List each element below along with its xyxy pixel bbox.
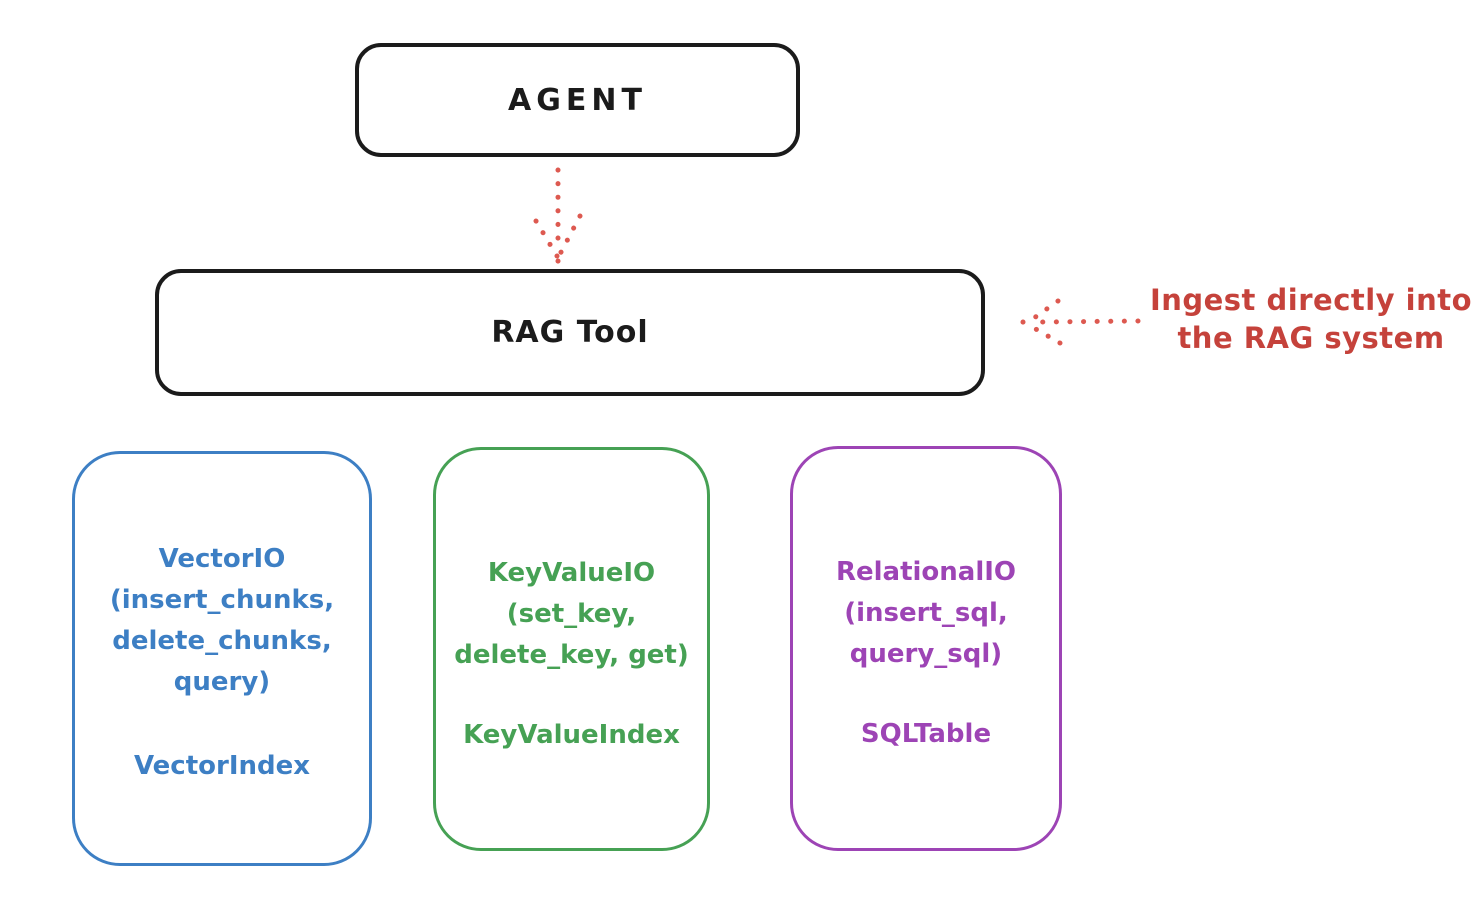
vector-io-text: VectorIO (insert_chunks, delete_chunks, … [110, 539, 334, 787]
ingest-annotation: Ingest directly into the RAG system [1143, 281, 1479, 357]
agent-node-label: AGENT [508, 82, 647, 118]
keyvalue-io-title: KeyValueIO [487, 558, 656, 588]
keyvalue-io-text: KeyValueIO (set_key, delete_key, get) Ke… [454, 553, 689, 756]
vector-io-methods-1: (insert_chunks, [109, 585, 335, 615]
relational-io-node: RelationalIO (insert_sql, query_sql) SQL… [790, 446, 1062, 851]
vector-io-methods-2: delete_chunks, [112, 626, 332, 656]
relational-io-title: RelationalIO [835, 557, 1017, 587]
vector-io-methods-3: query) [173, 667, 271, 697]
sql-table-label: SQLTable [860, 719, 992, 749]
keyvalue-io-methods-1: (set_key, [506, 599, 637, 629]
ingest-annotation-line1: Ingest directly into [1149, 283, 1473, 317]
vector-io-node: VectorIO (insert_chunks, delete_chunks, … [72, 451, 372, 866]
ingest-annotation-line2: the RAG system [1177, 321, 1445, 355]
relational-io-methods-1: (insert_sql, [844, 598, 1008, 628]
keyvalue-index-label: KeyValueIndex [463, 720, 680, 750]
ingest-annotation-arrow [1020, 298, 1141, 346]
relational-io-text: RelationalIO (insert_sql, query_sql) SQL… [836, 552, 1016, 755]
agent-node: AGENT [355, 43, 800, 157]
relational-io-methods-2: query_sql) [849, 639, 1003, 669]
agent-to-rag-arrow [533, 167, 583, 264]
rag-tool-node-label: RAG Tool [491, 315, 649, 350]
vector-io-title: VectorIO [158, 544, 286, 574]
keyvalue-io-methods-2: delete_key, get) [454, 640, 689, 670]
keyvalue-io-node: KeyValueIO (set_key, delete_key, get) Ke… [433, 447, 710, 851]
vector-index-label: VectorIndex [133, 751, 311, 781]
rag-tool-node: RAG Tool [155, 269, 985, 396]
